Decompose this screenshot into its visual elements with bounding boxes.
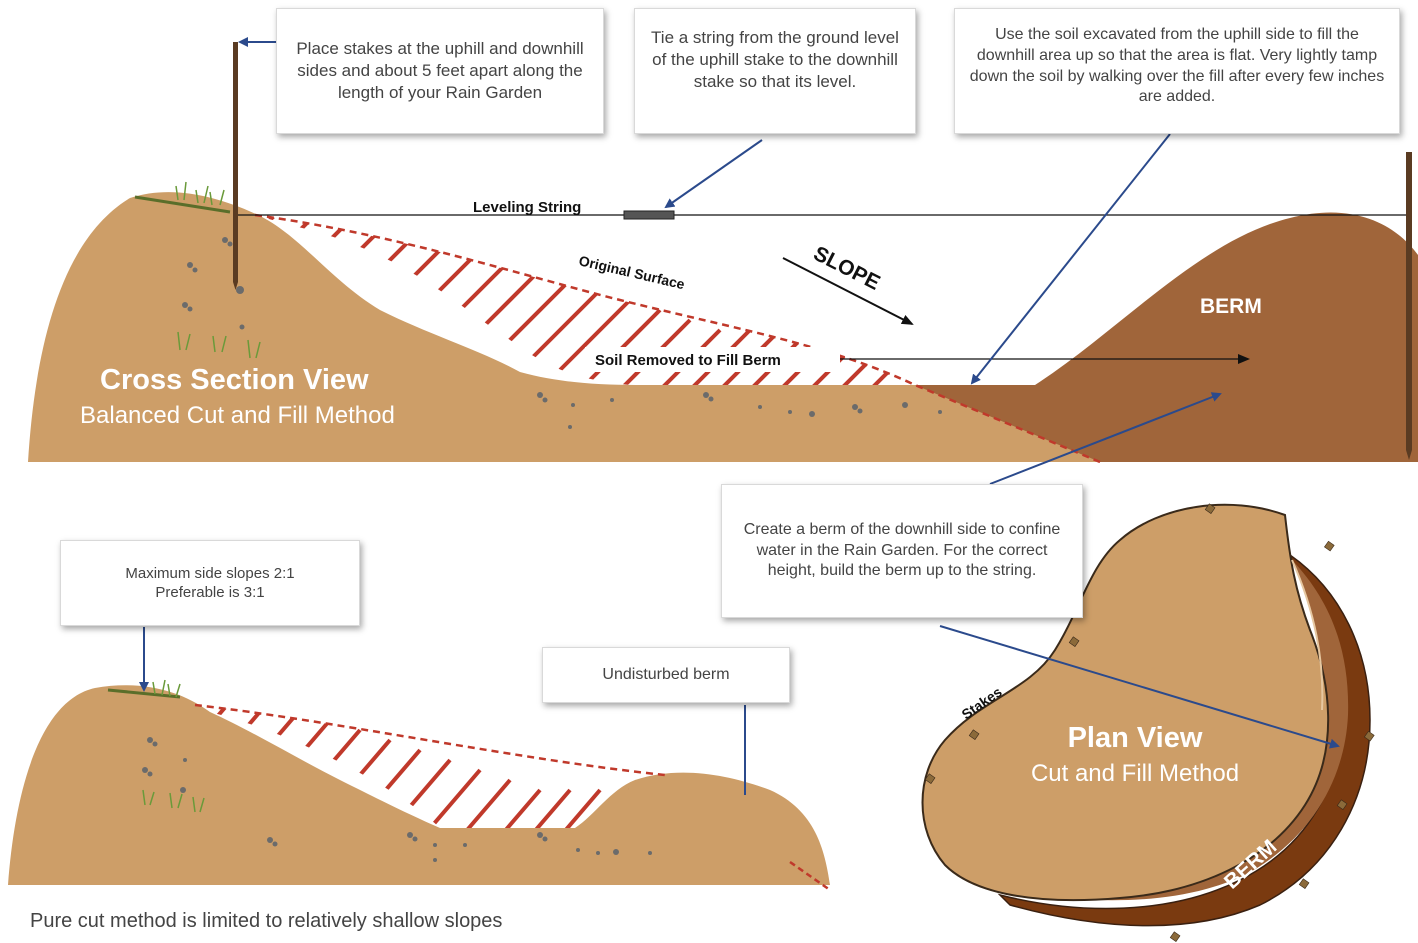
- cross-section-title: Cross Section View: [100, 364, 369, 396]
- string-callout: Tie a string from the ground level of th…: [634, 8, 916, 134]
- berm-callout-text: Create a berm of the downhill side to co…: [743, 520, 1061, 580]
- pure-cut-section: [8, 627, 831, 892]
- side-slopes-callout-text: Maximum side slopes 2:1 Preferable is 3:…: [125, 564, 295, 602]
- downhill-stake: [1406, 152, 1412, 450]
- berm-pointer-cross: [989, 392, 1222, 485]
- side-slopes-callout: Maximum side slopes 2:1 Preferable is 3:…: [60, 540, 360, 626]
- string-pointer: [664, 139, 763, 209]
- plan-stakes: [924, 503, 1375, 942]
- cross-section-subtitle: Balanced Cut and Fill Method: [80, 402, 395, 429]
- uphill-stake: [233, 42, 238, 282]
- slope-arrow: [782, 257, 914, 325]
- berm-callout: Create a berm of the downhill side to co…: [721, 484, 1083, 618]
- plan-title: Plan View: [1068, 722, 1203, 754]
- fill-callout-text: Use the soil excavated from the uphill s…: [969, 26, 1385, 106]
- fill-callout: Use the soil excavated from the uphill s…: [954, 8, 1400, 134]
- soil-removed-label: Soil Removed to Fill Berm: [595, 352, 781, 369]
- callout-pointers: [238, 37, 1340, 749]
- stakes-callout: Place stakes at the uphill and downhill …: [276, 8, 604, 134]
- plan-garden: [921, 503, 1330, 902]
- original-surface-label: Original Surface: [577, 252, 686, 292]
- plan-subtitle: Cut and Fill Method: [1031, 760, 1239, 787]
- grass: [134, 181, 261, 359]
- pure-cut-soil: [8, 685, 830, 885]
- leveling-string-label: Leveling String: [473, 199, 581, 216]
- pebbles: [182, 237, 942, 429]
- berm-label: BERM: [1200, 295, 1262, 318]
- string-callout-text: Tie a string from the ground level of th…: [651, 28, 899, 92]
- plan-view: Plan View Cut and Fill Method Stakes BER…: [921, 503, 1375, 942]
- undisturbed-callout-text: Undisturbed berm: [602, 665, 730, 683]
- fill-pointer: [970, 133, 1171, 385]
- berm-pointer-plan: [939, 625, 1340, 749]
- pure-cut-pebbles: [142, 737, 652, 862]
- line-level: [623, 210, 675, 220]
- pure-cut-grass: [107, 679, 205, 813]
- stakes-callout-text: Place stakes at the uphill and downhill …: [296, 38, 584, 103]
- cross-section-soil: [28, 192, 1100, 462]
- plan-berm-inner: [1010, 560, 1349, 901]
- undisturbed-callout: Undisturbed berm: [542, 647, 790, 703]
- berm-fill: [915, 212, 1418, 462]
- caption: Pure cut method is limited to relatively…: [30, 910, 503, 932]
- soil-removed-box: [585, 347, 840, 372]
- slope-label: SLOPE: [810, 242, 884, 295]
- pure-cut-surface-line: [194, 703, 666, 777]
